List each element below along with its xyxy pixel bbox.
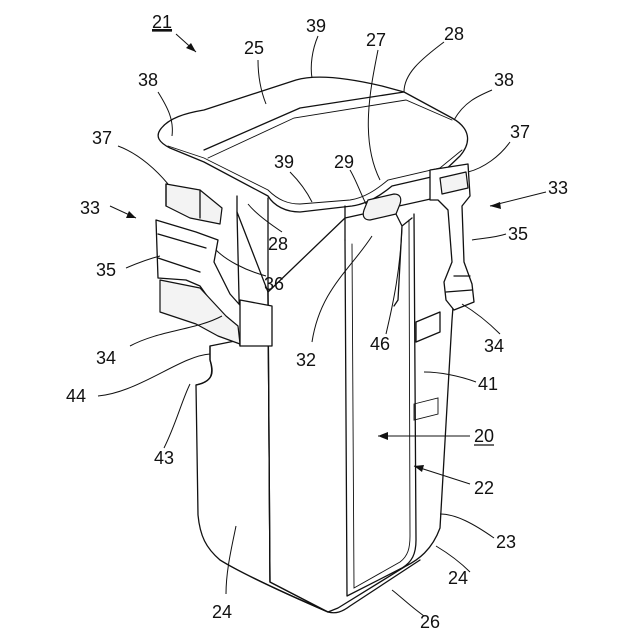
arrow-33a xyxy=(126,211,136,218)
arrow-33b xyxy=(490,202,501,209)
label-34a: 34 xyxy=(96,348,116,368)
label-38b: 38 xyxy=(494,70,514,90)
label-33a: 33 xyxy=(80,198,100,218)
label-44: 44 xyxy=(66,386,86,406)
label-23: 23 xyxy=(496,532,516,552)
leader-43 xyxy=(164,384,190,448)
label-24b: 24 xyxy=(448,568,468,588)
leader-23 xyxy=(440,514,494,538)
label-22: 22 xyxy=(474,478,494,498)
leader-34b xyxy=(462,304,500,334)
leader-39a xyxy=(311,36,318,78)
lower-left-step xyxy=(196,346,212,385)
leader-35a xyxy=(126,256,160,268)
label-41: 41 xyxy=(478,374,498,394)
label-35b: 35 xyxy=(508,224,528,244)
label-35a: 35 xyxy=(96,260,116,280)
leader-28a xyxy=(404,42,444,92)
latch-left-end xyxy=(240,300,272,346)
label-43: 43 xyxy=(154,448,174,468)
label-21: 21 xyxy=(152,12,172,32)
label-33b: 33 xyxy=(548,178,568,198)
label-34b: 34 xyxy=(484,336,504,356)
housing-drawing xyxy=(156,77,474,613)
label-29: 29 xyxy=(334,152,354,172)
label-28b: 28 xyxy=(268,234,288,254)
label-32: 32 xyxy=(296,350,316,370)
label-39a: 39 xyxy=(306,16,326,36)
label-37b: 37 xyxy=(510,122,530,142)
top-cover xyxy=(158,77,467,212)
label-37a: 37 xyxy=(92,128,112,148)
label-20: 20 xyxy=(474,426,494,446)
leader-28b xyxy=(248,204,282,232)
body-right-face xyxy=(268,192,462,612)
label-39b: 39 xyxy=(274,152,294,172)
label-25: 25 xyxy=(244,38,264,58)
leader-37b xyxy=(468,142,510,172)
latch-left-top xyxy=(166,184,222,224)
label-46: 46 xyxy=(370,334,390,354)
label-36: 36 xyxy=(264,274,284,294)
label-28a: 28 xyxy=(444,24,464,44)
leader-37a xyxy=(118,146,168,184)
label-38a: 38 xyxy=(138,70,158,90)
leader-38b xyxy=(454,90,492,120)
leader-35b xyxy=(472,234,506,240)
label-26: 26 xyxy=(420,612,440,632)
label-24a: 24 xyxy=(212,602,232,622)
label-27: 27 xyxy=(366,30,386,50)
